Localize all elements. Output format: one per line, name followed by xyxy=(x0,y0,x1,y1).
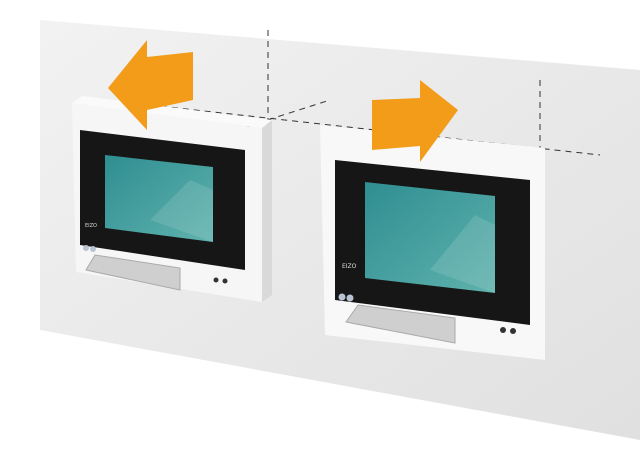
left-terminal: EIZO xyxy=(72,96,272,302)
sensor-icon xyxy=(338,293,346,301)
button-icon[interactable] xyxy=(500,327,506,333)
screen-pattern xyxy=(430,215,495,293)
housing-side xyxy=(262,120,272,302)
screen xyxy=(365,182,495,293)
brand-logo: EIZO xyxy=(85,223,97,229)
housing-top xyxy=(72,96,272,128)
sensor-icon xyxy=(83,245,89,251)
button-icon[interactable] xyxy=(213,277,219,283)
move-left-arrow-icon xyxy=(108,40,193,130)
sensor-icon xyxy=(346,294,354,302)
screen xyxy=(105,155,213,242)
card-reader-plate xyxy=(345,304,456,344)
button-icon[interactable] xyxy=(222,278,228,284)
screen-pattern xyxy=(150,180,213,242)
card-reader-plate xyxy=(85,254,181,291)
sensor-icon xyxy=(90,246,96,252)
brand-logo: EIZO xyxy=(342,263,357,270)
button-icon[interactable] xyxy=(510,328,516,334)
right-terminal: EIZO xyxy=(320,125,545,360)
move-right-arrow-icon xyxy=(372,80,458,162)
